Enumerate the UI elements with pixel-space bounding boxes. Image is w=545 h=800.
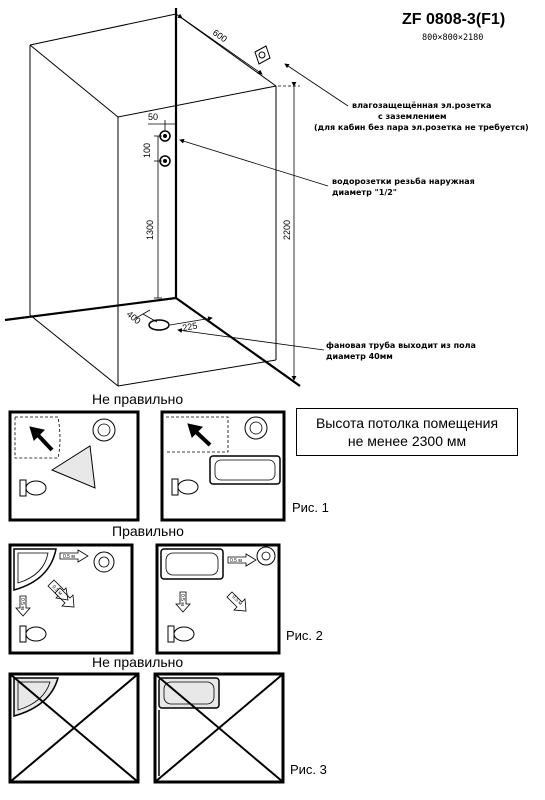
socket-callout: с заземлением (378, 112, 447, 121)
section-wrong-2: Не правильно (92, 654, 183, 670)
socket-callout: влагозащещённая эл.розетка (352, 101, 491, 110)
dim-2200: 2200 (282, 220, 292, 240)
dim-50: 50 (148, 112, 158, 122)
drain-callout: фановая труба выходит из пола (326, 340, 476, 350)
drain-pipe-icon (148, 319, 170, 331)
cabin-3d-drawing (4, 8, 301, 387)
ceiling-height-note: Высота потолка помещения не менее 2300 м… (296, 408, 518, 456)
section-right: Правильно (112, 523, 184, 539)
electrical-socket-icon (254, 45, 271, 65)
ceiling-note-line2: не менее 2300 мм (347, 433, 467, 449)
distance-label: 0.5 м (231, 594, 244, 607)
fig3-room-left (8, 672, 140, 784)
water-callout: диаметр "1/2" (332, 188, 397, 197)
model-title: ZF 0808-3(F1) (402, 11, 505, 28)
hatched-arrow-icon (54, 587, 75, 608)
dim-600: 600 (211, 27, 229, 44)
dim-400: 400 (125, 309, 143, 326)
fig1-caption: Рис. 1 (292, 500, 329, 515)
fig2-room-right (155, 543, 281, 655)
distance-label: 0.5 м (179, 594, 185, 606)
drain-callout: диаметр 40мм (326, 352, 393, 361)
distance-label: 0.5 м (19, 598, 25, 610)
dim-100: 100 (142, 143, 152, 158)
socket-callout: (для кабин без пара эл.розетка не требуе… (314, 122, 529, 132)
distance-label: 0.5 м (63, 554, 75, 560)
fig2-caption: Рис. 2 (286, 628, 323, 643)
dim-1300: 1300 (145, 220, 155, 240)
section-wrong-1: Не правильно (92, 391, 183, 407)
dim-225: 225 (182, 321, 199, 333)
model-size: 800×800×2180 (422, 33, 483, 43)
fig3-caption: Рис. 3 (290, 762, 327, 777)
distance-label: 0.5 м (230, 558, 242, 564)
fig1-room-right (160, 410, 286, 522)
ceiling-note-line1: Высота потолка помещения (315, 415, 499, 431)
fig2-room-left (8, 543, 134, 655)
hatched-arrow-icon (29, 426, 54, 452)
hatched-arrow-icon (187, 423, 212, 447)
fig1-room-left (8, 410, 140, 522)
water-callout: водорозетки резьба наружная (332, 176, 475, 186)
fig3-room-right (153, 672, 285, 784)
